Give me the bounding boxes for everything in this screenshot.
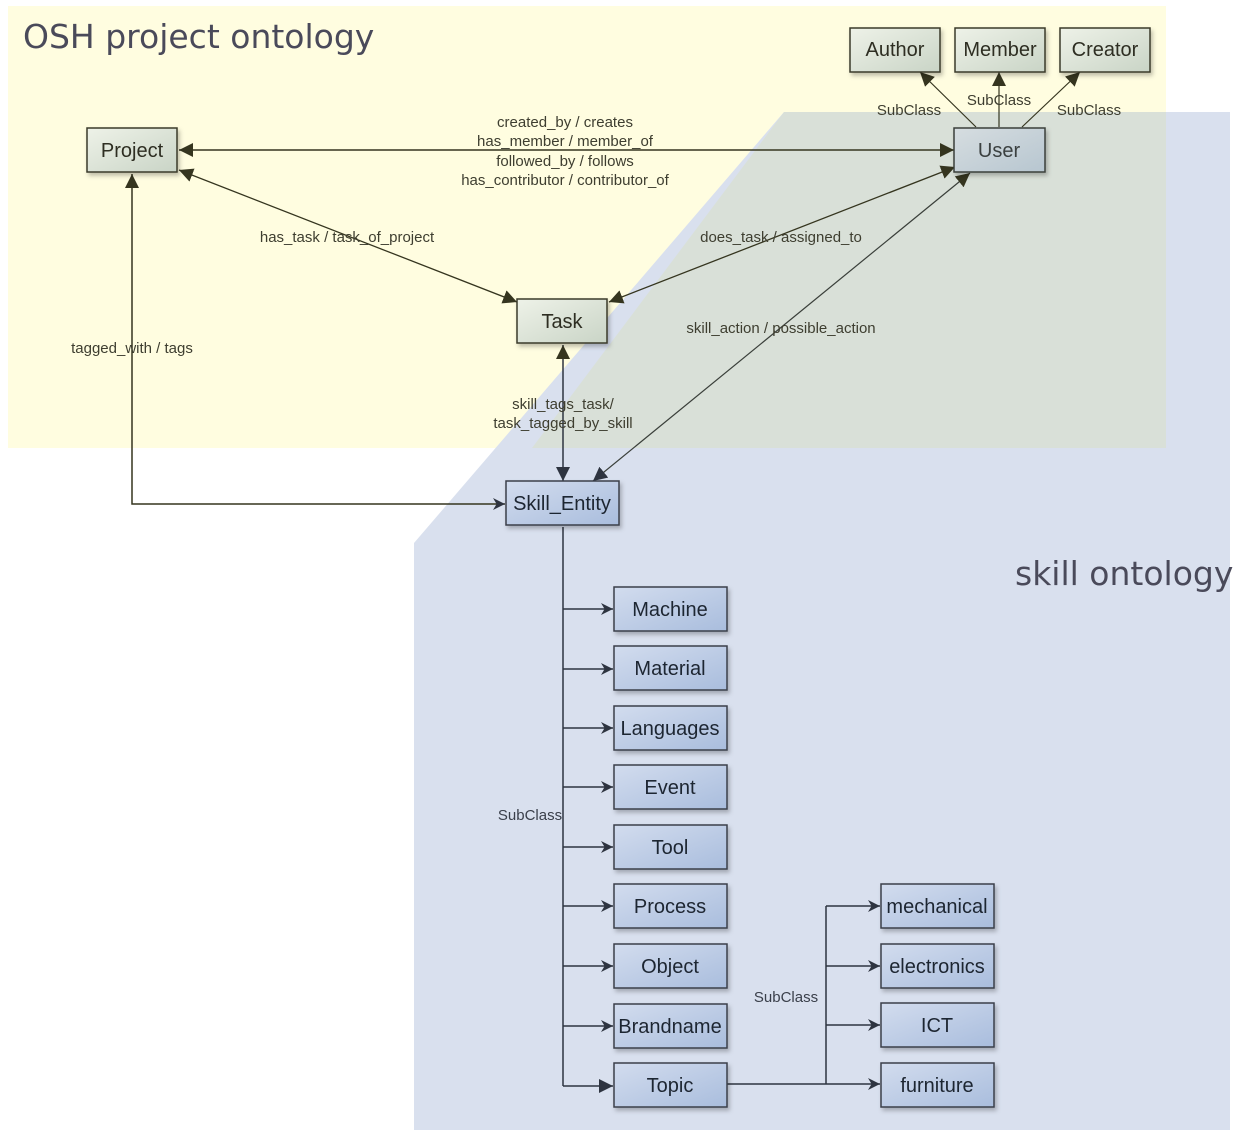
- node-furniture-label: furniture: [900, 1075, 973, 1097]
- edge-project-skill: [125, 174, 505, 510]
- node-task-label: Task: [541, 311, 583, 333]
- node-tool-label: Tool: [652, 837, 689, 859]
- node-mechanical-label: mechanical: [886, 896, 987, 918]
- topic-subclass-tree: [727, 900, 880, 1090]
- node-author[interactable]: Author: [849, 27, 941, 73]
- node-tool[interactable]: Tool: [613, 824, 728, 870]
- node-event-label: Event: [644, 777, 696, 799]
- node-machine-label: Machine: [632, 599, 708, 621]
- node-project-label: Project: [101, 140, 164, 162]
- label-project-user-3: followed_by / follows: [496, 153, 634, 170]
- node-creator-label: Creator: [1072, 39, 1139, 61]
- node-brandname-label: Brandname: [618, 1016, 721, 1038]
- label-project-user-2: has_member / member_of: [477, 133, 654, 150]
- node-mechanical[interactable]: mechanical: [880, 883, 995, 929]
- node-languages-label: Languages: [621, 718, 720, 740]
- label-task-skill-1: skill_tags_task/: [512, 396, 615, 413]
- skill-ontology-title: skill ontology: [1015, 554, 1233, 593]
- node-electronics[interactable]: electronics: [880, 943, 995, 989]
- node-languages[interactable]: Languages: [613, 705, 728, 751]
- label-topic-subclass: SubClass: [754, 989, 818, 1006]
- node-creator[interactable]: Creator: [1059, 27, 1151, 73]
- label-task-skill-2: task_tagged_by_skill: [493, 415, 632, 432]
- label-project-task: has_task / task_of_project: [260, 229, 435, 246]
- label-user-member: SubClass: [967, 92, 1031, 109]
- label-user-author: SubClass: [877, 102, 941, 119]
- node-object[interactable]: Object: [613, 943, 728, 989]
- label-user-skill: skill_action / possible_action: [686, 320, 875, 337]
- node-process[interactable]: Process: [613, 883, 728, 929]
- node-user[interactable]: User: [953, 127, 1046, 173]
- node-object-label: Object: [641, 956, 699, 978]
- label-project-user-1: created_by / creates: [497, 114, 633, 131]
- node-brandname[interactable]: Brandname: [613, 1003, 728, 1049]
- node-skill-entity[interactable]: Skill_Entity: [505, 480, 620, 526]
- label-user-task: does_task / assigned_to: [700, 229, 862, 246]
- label-skill-subclass: SubClass: [498, 807, 562, 824]
- project-ontology-title: OSH project ontology: [23, 17, 374, 56]
- node-material[interactable]: Material: [613, 645, 728, 691]
- node-machine[interactable]: Machine: [613, 586, 728, 632]
- edge-user-skill: [592, 172, 971, 482]
- node-task[interactable]: Task: [516, 298, 608, 344]
- node-member[interactable]: Member: [954, 27, 1046, 73]
- edge-user-author: [919, 71, 977, 128]
- edge-user-creator: [1021, 71, 1081, 128]
- node-process-label: Process: [634, 896, 706, 918]
- node-skill-entity-label: Skill_Entity: [513, 493, 611, 515]
- node-author-label: Author: [866, 39, 925, 61]
- node-electronics-label: electronics: [889, 956, 985, 978]
- node-project[interactable]: Project: [86, 127, 178, 173]
- label-user-creator: SubClass: [1057, 102, 1121, 119]
- node-furniture[interactable]: furniture: [880, 1062, 995, 1108]
- node-topic-label: Topic: [647, 1075, 694, 1097]
- node-event[interactable]: Event: [613, 764, 728, 810]
- node-topic[interactable]: Topic: [613, 1062, 728, 1108]
- node-ict[interactable]: ICT: [880, 1002, 995, 1048]
- skill-subclass-tree: [562, 527, 613, 1093]
- node-material-label: Material: [634, 658, 705, 680]
- label-project-user-4: has_contributor / contributor_of: [461, 172, 669, 189]
- node-member-label: Member: [963, 39, 1037, 61]
- node-user-label: User: [978, 140, 1021, 162]
- node-ict-label: ICT: [921, 1015, 953, 1037]
- label-project-skill: tagged_with / tags: [71, 340, 193, 357]
